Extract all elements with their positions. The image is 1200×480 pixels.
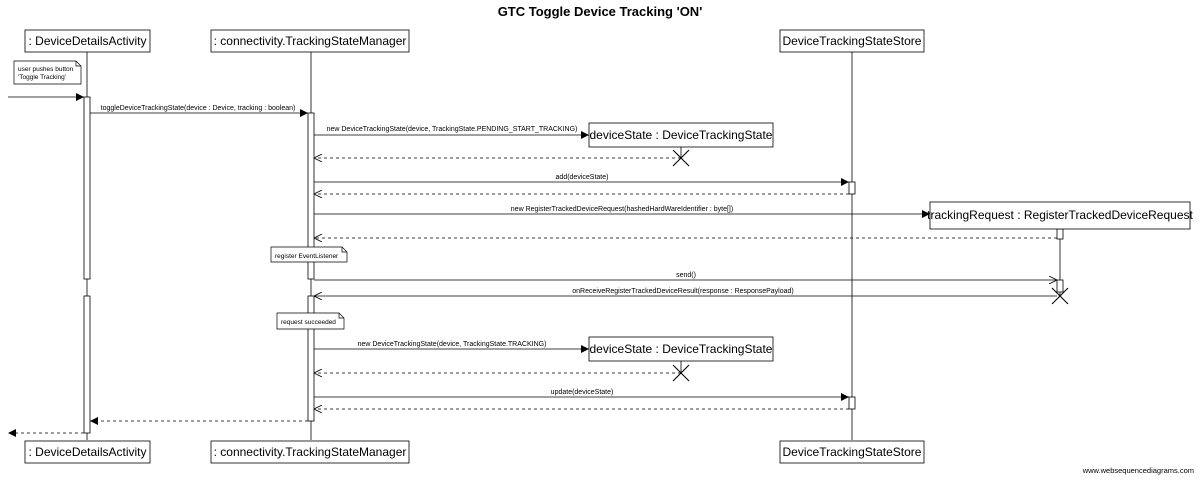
participant-device-details-activity-top: : DeviceDetailsActivity <box>24 29 151 53</box>
participant-label: : connectivity.TrackingStateManager <box>214 445 407 459</box>
participant-label: : DeviceDetailsActivity <box>28 34 146 48</box>
diagram-title: GTC Toggle Device Tracking 'ON' <box>498 4 703 19</box>
object-label: deviceState : DeviceTrackingState <box>590 128 773 142</box>
note-text: register EventListener <box>275 253 339 260</box>
note-request-succeeded: request succeeded <box>276 312 345 330</box>
participant-label: : DeviceDetailsActivity <box>28 445 146 459</box>
object-label: trackingRequest : RegisterTrackedDeviceR… <box>927 208 1193 222</box>
message-label: new RegisterTrackedDeviceRequest(hashedH… <box>511 206 733 213</box>
note-text: request succeeded <box>281 319 336 326</box>
destroy-x-icon <box>672 149 690 167</box>
object-device-state-2: deviceState : DeviceTrackingState <box>588 336 774 362</box>
activation-bar <box>848 181 856 195</box>
message-label: send() <box>676 272 696 279</box>
activation-bar <box>848 396 856 410</box>
watermark: www.websequencediagrams.com <box>1082 466 1194 475</box>
message-label: new DeviceTrackingState(device, Tracking… <box>358 341 547 348</box>
destroy-x-icon <box>672 364 690 382</box>
participant-device-tracking-state-store-bottom: DeviceTrackingStateStore <box>779 440 925 464</box>
message-label: update(deviceState) <box>551 389 614 396</box>
activation-bar <box>83 96 91 280</box>
note-text: user pushes button <box>18 66 74 73</box>
activation-bar <box>1056 228 1064 240</box>
destroy-x-icon <box>1051 287 1069 305</box>
message-label: add(deviceState) <box>556 174 609 181</box>
participant-label: DeviceTrackingStateStore <box>783 445 922 459</box>
object-label: deviceState : DeviceTrackingState <box>590 342 773 356</box>
participant-device-tracking-state-store-top: DeviceTrackingStateStore <box>779 29 925 53</box>
object-device-state-1: deviceState : DeviceTrackingState <box>588 122 774 148</box>
message-label: new DeviceTrackingState(device, Tracking… <box>327 126 578 133</box>
note-user-pushes-button: user pushes button 'Toggle Tracking' <box>13 60 82 85</box>
object-tracking-request: trackingRequest : RegisterTrackedDeviceR… <box>927 201 1193 230</box>
participant-device-details-activity-bottom: : DeviceDetailsActivity <box>24 440 151 464</box>
note-register-event-listener: register EventListener <box>270 246 348 263</box>
activation-bar <box>1056 279 1064 293</box>
message-label: toggleDeviceTrackingState(device : Devic… <box>101 105 296 112</box>
activation-bar <box>307 295 315 422</box>
participant-label: DeviceTrackingStateStore <box>783 34 922 48</box>
note-text: 'Toggle Tracking' <box>18 74 66 81</box>
participant-tracking-state-manager-bottom: : connectivity.TrackingStateManager <box>210 440 410 464</box>
activation-bar <box>83 295 91 434</box>
message-label: onReceiveRegisterTrackedDeviceResult(res… <box>572 288 794 295</box>
participant-label: : connectivity.TrackingStateManager <box>214 34 407 48</box>
participant-tracking-state-manager-top: : connectivity.TrackingStateManager <box>210 29 410 53</box>
